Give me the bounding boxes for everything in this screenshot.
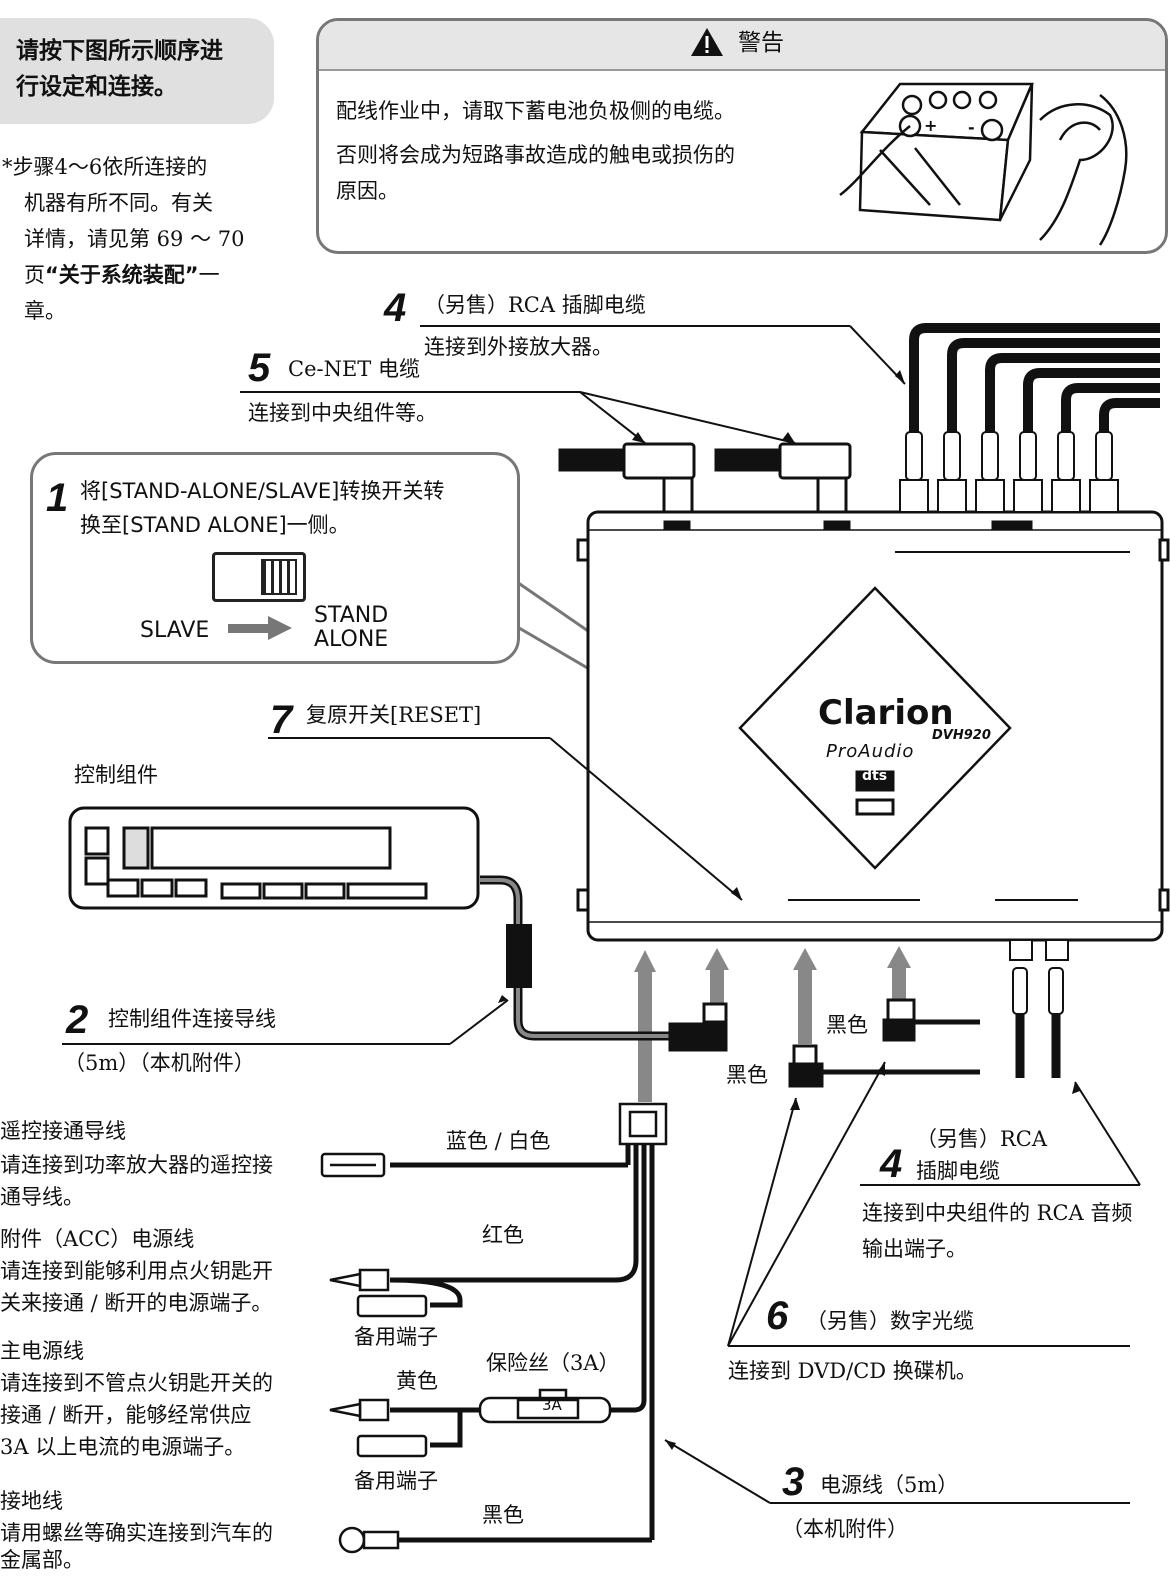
step-2-number: 2 [66, 998, 89, 1042]
intro-note-line3: 详情，请见第 69 ～ 70 [24, 227, 245, 251]
control-unit-label: 控制组件 [74, 763, 158, 787]
intro-heading-line1: 请按下图所示顺序进 [16, 38, 223, 64]
main-wire-title: 主电源线 [0, 1339, 84, 1363]
intro-box [0, 18, 274, 124]
warning-header [319, 21, 1165, 71]
unit-brand: Clarion [818, 693, 954, 733]
arrow-right-icon [228, 616, 292, 640]
main-wire-color: 黄色 [396, 1369, 438, 1393]
intro-note-line4: 页“关于系统装配”一 [24, 260, 220, 292]
optical-black-label-2: 黑色 [726, 1063, 768, 1087]
remote-wire-desc1: 请连接到功率放大器的遥控接 [0, 1153, 273, 1177]
step-1-number: 1 [46, 476, 69, 520]
step-5-desc: 连接到中央组件等。 [248, 401, 437, 425]
warning-line1: 配线作业中，请取下蓄电池负极侧的电缆。 [336, 99, 735, 123]
ground-wire-title: 接地线 [0, 1489, 63, 1513]
acc-wire-title: 附件（ACC）电源线 [0, 1227, 195, 1251]
switch-knob [261, 559, 297, 595]
warning-title: 警告 [738, 30, 784, 56]
intro-note-chapter: “关于系统装配” [45, 263, 199, 287]
step-2-sub: （5m）（本机附件） [64, 1051, 255, 1075]
step-6-desc: 连接到 DVD/CD 换碟机。 [728, 1359, 977, 1383]
step-4-bottom-title1: （另售）RCA [916, 1127, 1048, 1151]
main-wire-desc1: 请连接到不管点火钥匙开关的 [0, 1371, 273, 1395]
switch-slave-label: SLAVE [140, 618, 210, 643]
step-2-title: 控制组件连接导线 [108, 1007, 276, 1031]
switch-alone-label: ALONE [314, 627, 389, 652]
warning-icon [690, 27, 724, 57]
battery-plus: + [924, 116, 938, 135]
standalone-switch[interactable] [212, 552, 306, 602]
warning-line3: 原因。 [336, 179, 399, 203]
spare-terminal-2: 备用端子 [354, 1469, 438, 1493]
step-3-sub: （本机附件） [782, 1517, 908, 1541]
step-4-bottom-title2: 插脚电缆 [916, 1159, 1000, 1183]
fuse-label: 保险丝（3A） [486, 1351, 620, 1375]
intro-note-line1: *步骤4～6依所连接的 [2, 155, 208, 179]
ground-wire-desc1: 请用螺丝等确实连接到汽车的 [0, 1521, 273, 1545]
acc-wire-color: 红色 [482, 1223, 524, 1247]
step-4-bottom-number: 4 [880, 1142, 903, 1186]
step-1-line1: 将[STAND-ALONE/SLAVE]转换开关转 [80, 479, 445, 503]
step-4-bottom-desc1: 连接到中央组件的 RCA 音频 [862, 1201, 1133, 1225]
step-3-number: 3 [782, 1460, 805, 1504]
battery-minus: - [968, 118, 975, 137]
acc-wire-desc2: 关来接通 / 断开的电源端子。 [0, 1291, 273, 1315]
step-6-title: （另售）数字光缆 [806, 1309, 974, 1333]
step-4-top-desc: 连接到外接放大器。 [424, 335, 613, 359]
main-unit [576, 510, 1170, 942]
remote-wire-desc2: 通导线。 [0, 1185, 84, 1209]
acc-wire-desc1: 请连接到能够利用点火钥匙开 [0, 1259, 273, 1283]
warning-line2: 否则将会成为短路事故造成的触电或损伤的 [336, 143, 735, 167]
warning-box [316, 18, 1168, 254]
step-5-number: 5 [248, 346, 271, 390]
intro-note-after: 一 [198, 263, 220, 287]
ground-wire-color: 黑色 [482, 1503, 524, 1527]
step-5-title: Ce-NET 电缆 [288, 357, 420, 381]
control-unit-drawing [68, 806, 480, 910]
intro-heading-line2: 行设定和连接。 [16, 74, 177, 100]
step-1-line2: 换至[STAND ALONE]一侧。 [80, 513, 350, 537]
step-7-number: 7 [270, 698, 293, 742]
step-6-number: 6 [766, 1294, 789, 1338]
step-7-title: 复原开关[RESET] [306, 703, 482, 727]
remote-wire-title: 遥控接通导线 [0, 1119, 126, 1143]
intro-note-line5: 章。 [24, 299, 66, 323]
main-wire-desc3: 3A 以上电流的电源端子。 [0, 1435, 246, 1459]
unit-series: ProAudio [826, 741, 915, 762]
remote-wire-color: 蓝色 / 白色 [446, 1129, 551, 1153]
optical-black-label-1: 黑色 [826, 1013, 868, 1037]
fuse-value: 3A [542, 1396, 562, 1414]
step-4-top-title: （另售）RCA 插脚电缆 [424, 293, 646, 317]
step-3-title: 电源线（5m） [820, 1473, 959, 1497]
unit-model: DVH920 [932, 728, 991, 743]
intro-note-page: 页 [24, 263, 45, 287]
intro-note-line2: 机器有所不同。有关 [24, 191, 213, 215]
main-wire-desc2: 接通 / 断开，能够经常供应 [0, 1403, 252, 1427]
switch-stand-label: STAND [314, 603, 389, 628]
spare-terminal-1: 备用端子 [354, 1325, 438, 1349]
step-4-top-number: 4 [384, 286, 407, 330]
ground-wire-desc2: 金属部。 [0, 1548, 84, 1572]
step-4-bottom-desc2: 输出端子。 [862, 1237, 967, 1261]
unit-logo: dts [862, 768, 888, 784]
